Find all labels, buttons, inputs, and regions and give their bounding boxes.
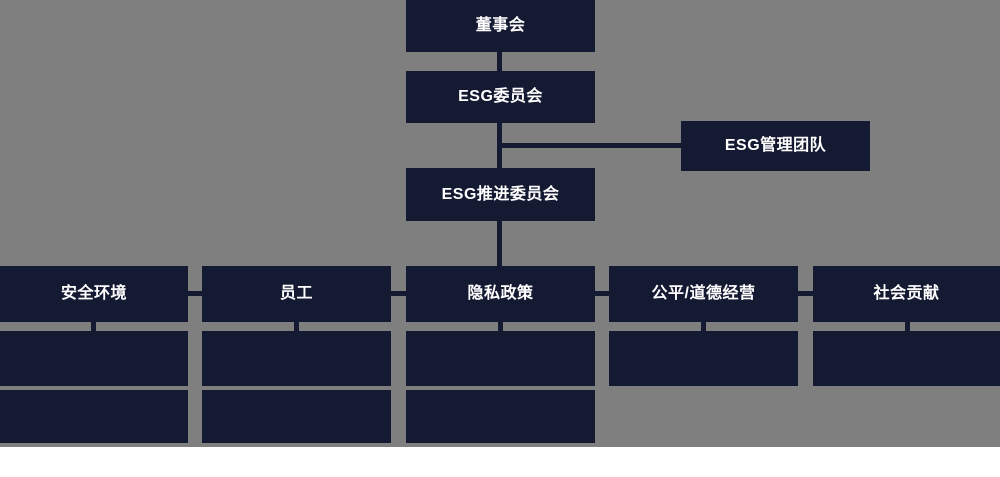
- pillar-2-employees[interactable]: 员工: [202, 266, 391, 322]
- node-esg-management-team[interactable]: ESG管理团队: [681, 121, 870, 171]
- pillar-1-safety-environment[interactable]: 安全环境: [0, 266, 188, 322]
- connector-pillar3-to-sub1: [498, 322, 503, 331]
- pillar-3-sub-2[interactable]: [406, 390, 595, 443]
- pillar-4-fair-ethical-management[interactable]: 公平/道德经营: [609, 266, 798, 322]
- page-bottom-white-strip: [0, 447, 1000, 477]
- connector-pillar3-to-pillar4: [595, 291, 609, 296]
- connector-pillar2-to-sub1: [294, 322, 299, 331]
- pillar-3-sub-1[interactable]: [406, 331, 595, 386]
- pillar-5-social-contribution[interactable]: 社会贡献: [813, 266, 1000, 322]
- pillar-3-label: 隐私政策: [467, 285, 534, 302]
- connector-promotion-to-pillars-vertical: [497, 221, 502, 266]
- connector-pillar5-to-sub1: [905, 322, 910, 331]
- pillar-1-label: 安全环境: [60, 285, 127, 302]
- connector-pillar4-to-sub1: [701, 322, 706, 331]
- pillar-3-privacy-policy[interactable]: 隐私政策: [406, 266, 595, 322]
- node-esg-committee[interactable]: ESG委员会: [406, 71, 595, 123]
- pillar-1-sub-2[interactable]: [0, 390, 188, 443]
- connector-board-to-esg-committee: [497, 52, 502, 71]
- diagram-canvas: 董事会 ESG委员会 ESG管理团队 ESG推进委员会 安全环境 员工 隐私政策…: [0, 0, 1000, 447]
- connector-pillar1-to-sub1: [91, 322, 96, 331]
- node-board-label: 董事会: [475, 17, 526, 34]
- pillar-2-sub-1[interactable]: [202, 331, 391, 386]
- pillar-1-sub-1[interactable]: [0, 331, 188, 386]
- node-esg-management-team-label: ESG管理团队: [724, 137, 827, 154]
- pillar-5-sub-1[interactable]: [813, 331, 1000, 386]
- pillar-2-sub-2[interactable]: [202, 390, 391, 443]
- pillar-2-label: 员工: [279, 285, 313, 302]
- connector-esg-committee-to-promotion: [497, 123, 502, 168]
- connector-pillar4-to-pillar5: [798, 291, 813, 296]
- node-esg-promotion-committee-label: ESG推进委员会: [441, 185, 560, 203]
- node-esg-promotion-committee[interactable]: ESG推进委员会: [406, 168, 595, 221]
- pillar-4-label: 公平/道德经营: [651, 285, 756, 302]
- connector-pillar2-to-pillar3: [391, 291, 406, 296]
- connector-pillar1-to-pillar2: [188, 291, 202, 296]
- connector-esg-committee-to-management-team: [500, 143, 682, 148]
- node-board[interactable]: 董事会: [406, 0, 595, 52]
- pillar-5-label: 社会贡献: [873, 285, 940, 302]
- pillar-4-sub-1[interactable]: [609, 331, 798, 386]
- node-esg-committee-label: ESG委员会: [458, 88, 543, 105]
